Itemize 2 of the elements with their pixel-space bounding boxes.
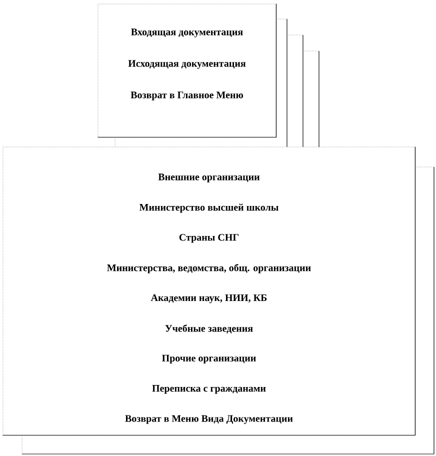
stacked-menu-box: Входящая документация Исходящая документация Возврат в Главное Меню [97,3,320,148]
stacked-menu-box: Внешние организации Министерство высшей школы Страны СНГ Министерства, ведомства, общ. организации Академии наук, НИИ, КБ Учебные заведения Прочие организации Переписка с гражданами Возврат в Меню Вида Документации [2,146,434,454]
